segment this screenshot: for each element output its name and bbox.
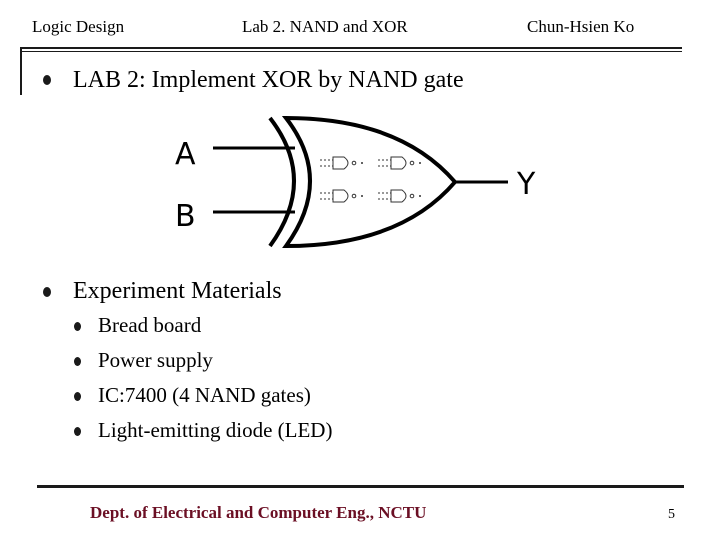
- page-number: 5: [668, 507, 675, 522]
- material-item: Bread board: [98, 313, 202, 337]
- header-author: Chun-Hsien Ko: [527, 17, 635, 36]
- sub-bullet-marker: [74, 357, 81, 366]
- input-a-label: A: [175, 137, 196, 172]
- header-divider-top: [20, 47, 682, 49]
- side-accent-bar: [20, 49, 22, 95]
- material-item: Power supply: [98, 348, 213, 372]
- material-item: Light-emitting diode (LED): [98, 418, 333, 442]
- input-b-label: B: [175, 199, 196, 234]
- header-course-title: Logic Design: [32, 17, 125, 36]
- nand-gate-icon: [320, 189, 357, 203]
- nand-gate-icon: [320, 156, 357, 170]
- material-item: IC:7400 (4 NAND gates): [98, 383, 311, 407]
- xor-input-arc: [268, 116, 296, 248]
- header-lab-title: Lab 2. NAND and XOR: [242, 17, 408, 36]
- bullet-lab-description: LAB 2: Implement XOR by NAND gate: [73, 67, 464, 93]
- sub-bullet-marker: [74, 322, 81, 331]
- xor-gate-body: [281, 115, 458, 249]
- output-y-label: Y: [516, 167, 536, 202]
- sub-bullet-marker: [74, 427, 81, 436]
- nand-gate-icon: [378, 156, 415, 170]
- footer-divider: [37, 485, 684, 488]
- header-divider-bottom: [20, 51, 682, 52]
- bullet-marker: [43, 287, 51, 297]
- sub-bullet-marker: [74, 392, 81, 401]
- nand-gate-icon: [378, 189, 415, 203]
- footer-department: Dept. of Electrical and Computer Eng., N…: [90, 503, 427, 522]
- xor-gate-diagram: A B Y: [175, 115, 536, 249]
- bullet-materials-heading: Experiment Materials: [73, 278, 282, 304]
- bullet-marker: [43, 75, 51, 85]
- nand-gate-dots: [361, 162, 421, 197]
- nand-gate-sketches: [320, 156, 415, 203]
